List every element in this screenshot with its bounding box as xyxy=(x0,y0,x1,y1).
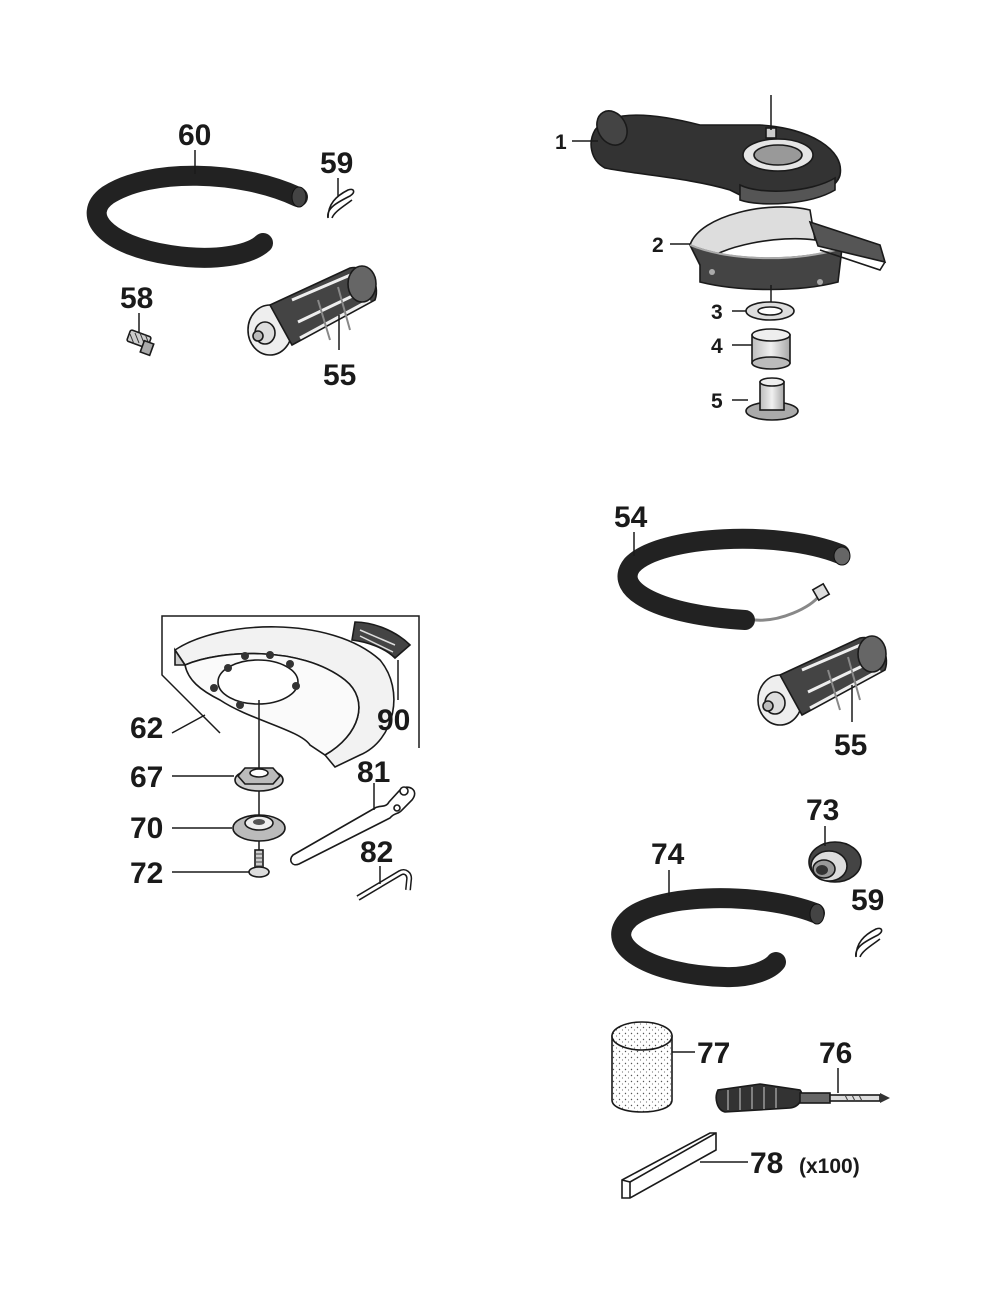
label-2: 2 xyxy=(652,234,664,257)
part-3-washer xyxy=(745,301,795,321)
part-78-wedge-strip xyxy=(621,1132,717,1199)
label-1: 1 xyxy=(555,131,567,154)
part-76-screwdriver xyxy=(715,1083,890,1113)
label-78-quantity: (x100) xyxy=(799,1155,860,1178)
part-73-hose-adapter xyxy=(808,841,862,883)
part-82-hex-key xyxy=(356,869,413,901)
label-62: 62 xyxy=(130,712,163,745)
label-58: 58 xyxy=(120,282,153,315)
part-72-screw xyxy=(248,849,270,878)
part-90-warning-label xyxy=(351,621,412,660)
label-3: 3 xyxy=(711,301,723,324)
label-55b: 55 xyxy=(834,729,867,762)
label-90: 90 xyxy=(377,704,410,737)
part-2-guard-ring xyxy=(688,206,887,291)
label-60: 60 xyxy=(178,119,211,152)
label-67: 67 xyxy=(130,761,163,794)
label-72: 72 xyxy=(130,857,163,890)
part-1-extraction-hood xyxy=(590,110,842,205)
label-5: 5 xyxy=(711,390,723,413)
part-4-bushing xyxy=(751,328,791,370)
bracket-62-90 xyxy=(161,615,420,748)
part-70-mounting-flange xyxy=(232,814,286,842)
part-60-hose xyxy=(86,165,308,268)
part-62-wheel-guard xyxy=(173,626,395,768)
part-74-hose xyxy=(611,888,825,988)
part-58-screw xyxy=(126,329,155,357)
label-55a: 55 xyxy=(323,359,356,392)
label-54: 54 xyxy=(614,501,648,534)
part-81-pin-spanner xyxy=(290,786,416,866)
label-82: 82 xyxy=(360,836,393,869)
label-78: 78 xyxy=(750,1147,783,1180)
part-5-flanged-sleeve xyxy=(745,377,799,421)
part-54-hose-with-cable xyxy=(617,528,851,630)
part-59-clip xyxy=(327,188,355,219)
part-55-handle-top xyxy=(247,265,378,356)
label-59b: 59 xyxy=(851,884,884,917)
label-59a: 59 xyxy=(320,147,353,180)
part-67-flange-nut xyxy=(234,767,284,792)
label-81: 81 xyxy=(357,756,390,789)
part-59-clip-lower xyxy=(855,927,883,958)
label-77: 77 xyxy=(697,1037,730,1070)
part-77-foam-filter xyxy=(611,1021,673,1113)
leader-62 xyxy=(171,714,206,734)
part-55-handle-mid xyxy=(757,635,888,726)
label-70: 70 xyxy=(130,812,163,845)
label-74: 74 xyxy=(651,838,685,871)
label-73: 73 xyxy=(806,794,839,827)
label-76: 76 xyxy=(819,1037,852,1070)
label-4: 4 xyxy=(711,335,723,358)
